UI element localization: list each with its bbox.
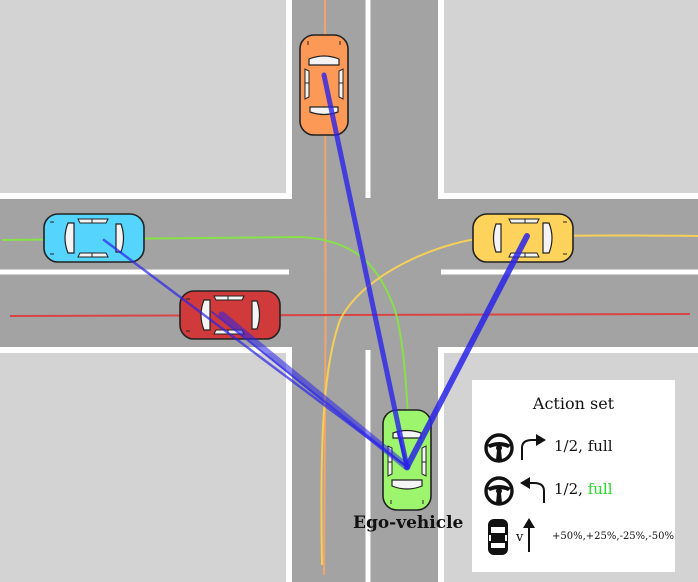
left-turn-fraction: 1/2: [554, 480, 579, 498]
car-top-icon: [488, 519, 508, 555]
right-turn-separator: ,: [578, 437, 588, 455]
action-speed: v +50%,+25%,-25%,-50%: [482, 516, 682, 558]
action-set-title: Action set: [532, 394, 615, 413]
attention-ego-short: [396, 430, 409, 469]
steering-wheel-icon: [484, 476, 514, 506]
ego-vehicle-label: Ego-vehicle: [353, 513, 464, 533]
steering-wheel-icon: [484, 433, 514, 463]
vehicle-blue: [43, 213, 145, 263]
attention-lines: [102, 72, 530, 471]
turn-left-arrow-icon: [520, 477, 545, 503]
left-turn-amount: full: [587, 480, 613, 498]
speed-up-arrow-icon: [523, 518, 535, 552]
red-path: [9, 313, 691, 317]
speed-options: +50%,+25%,-25%,-50%: [552, 531, 674, 542]
action-set-panel: Action set 1/2, full: [469, 377, 678, 575]
right-turn-amount: full: [587, 437, 613, 455]
speed-symbol: v: [516, 530, 524, 545]
turn-right-arrow-icon: [521, 434, 546, 460]
vehicle-red: [179, 290, 281, 340]
action-left-turn: 1/2, full: [482, 473, 672, 509]
attention-orange: [321, 72, 410, 470]
attention-red-2: [211, 311, 408, 468]
attention-yellow: [404, 233, 530, 470]
action-right-turn: 1/2, full: [482, 430, 672, 466]
right-turn-fraction: 1/2: [554, 437, 579, 455]
left-turn-separator: ,: [578, 480, 588, 498]
